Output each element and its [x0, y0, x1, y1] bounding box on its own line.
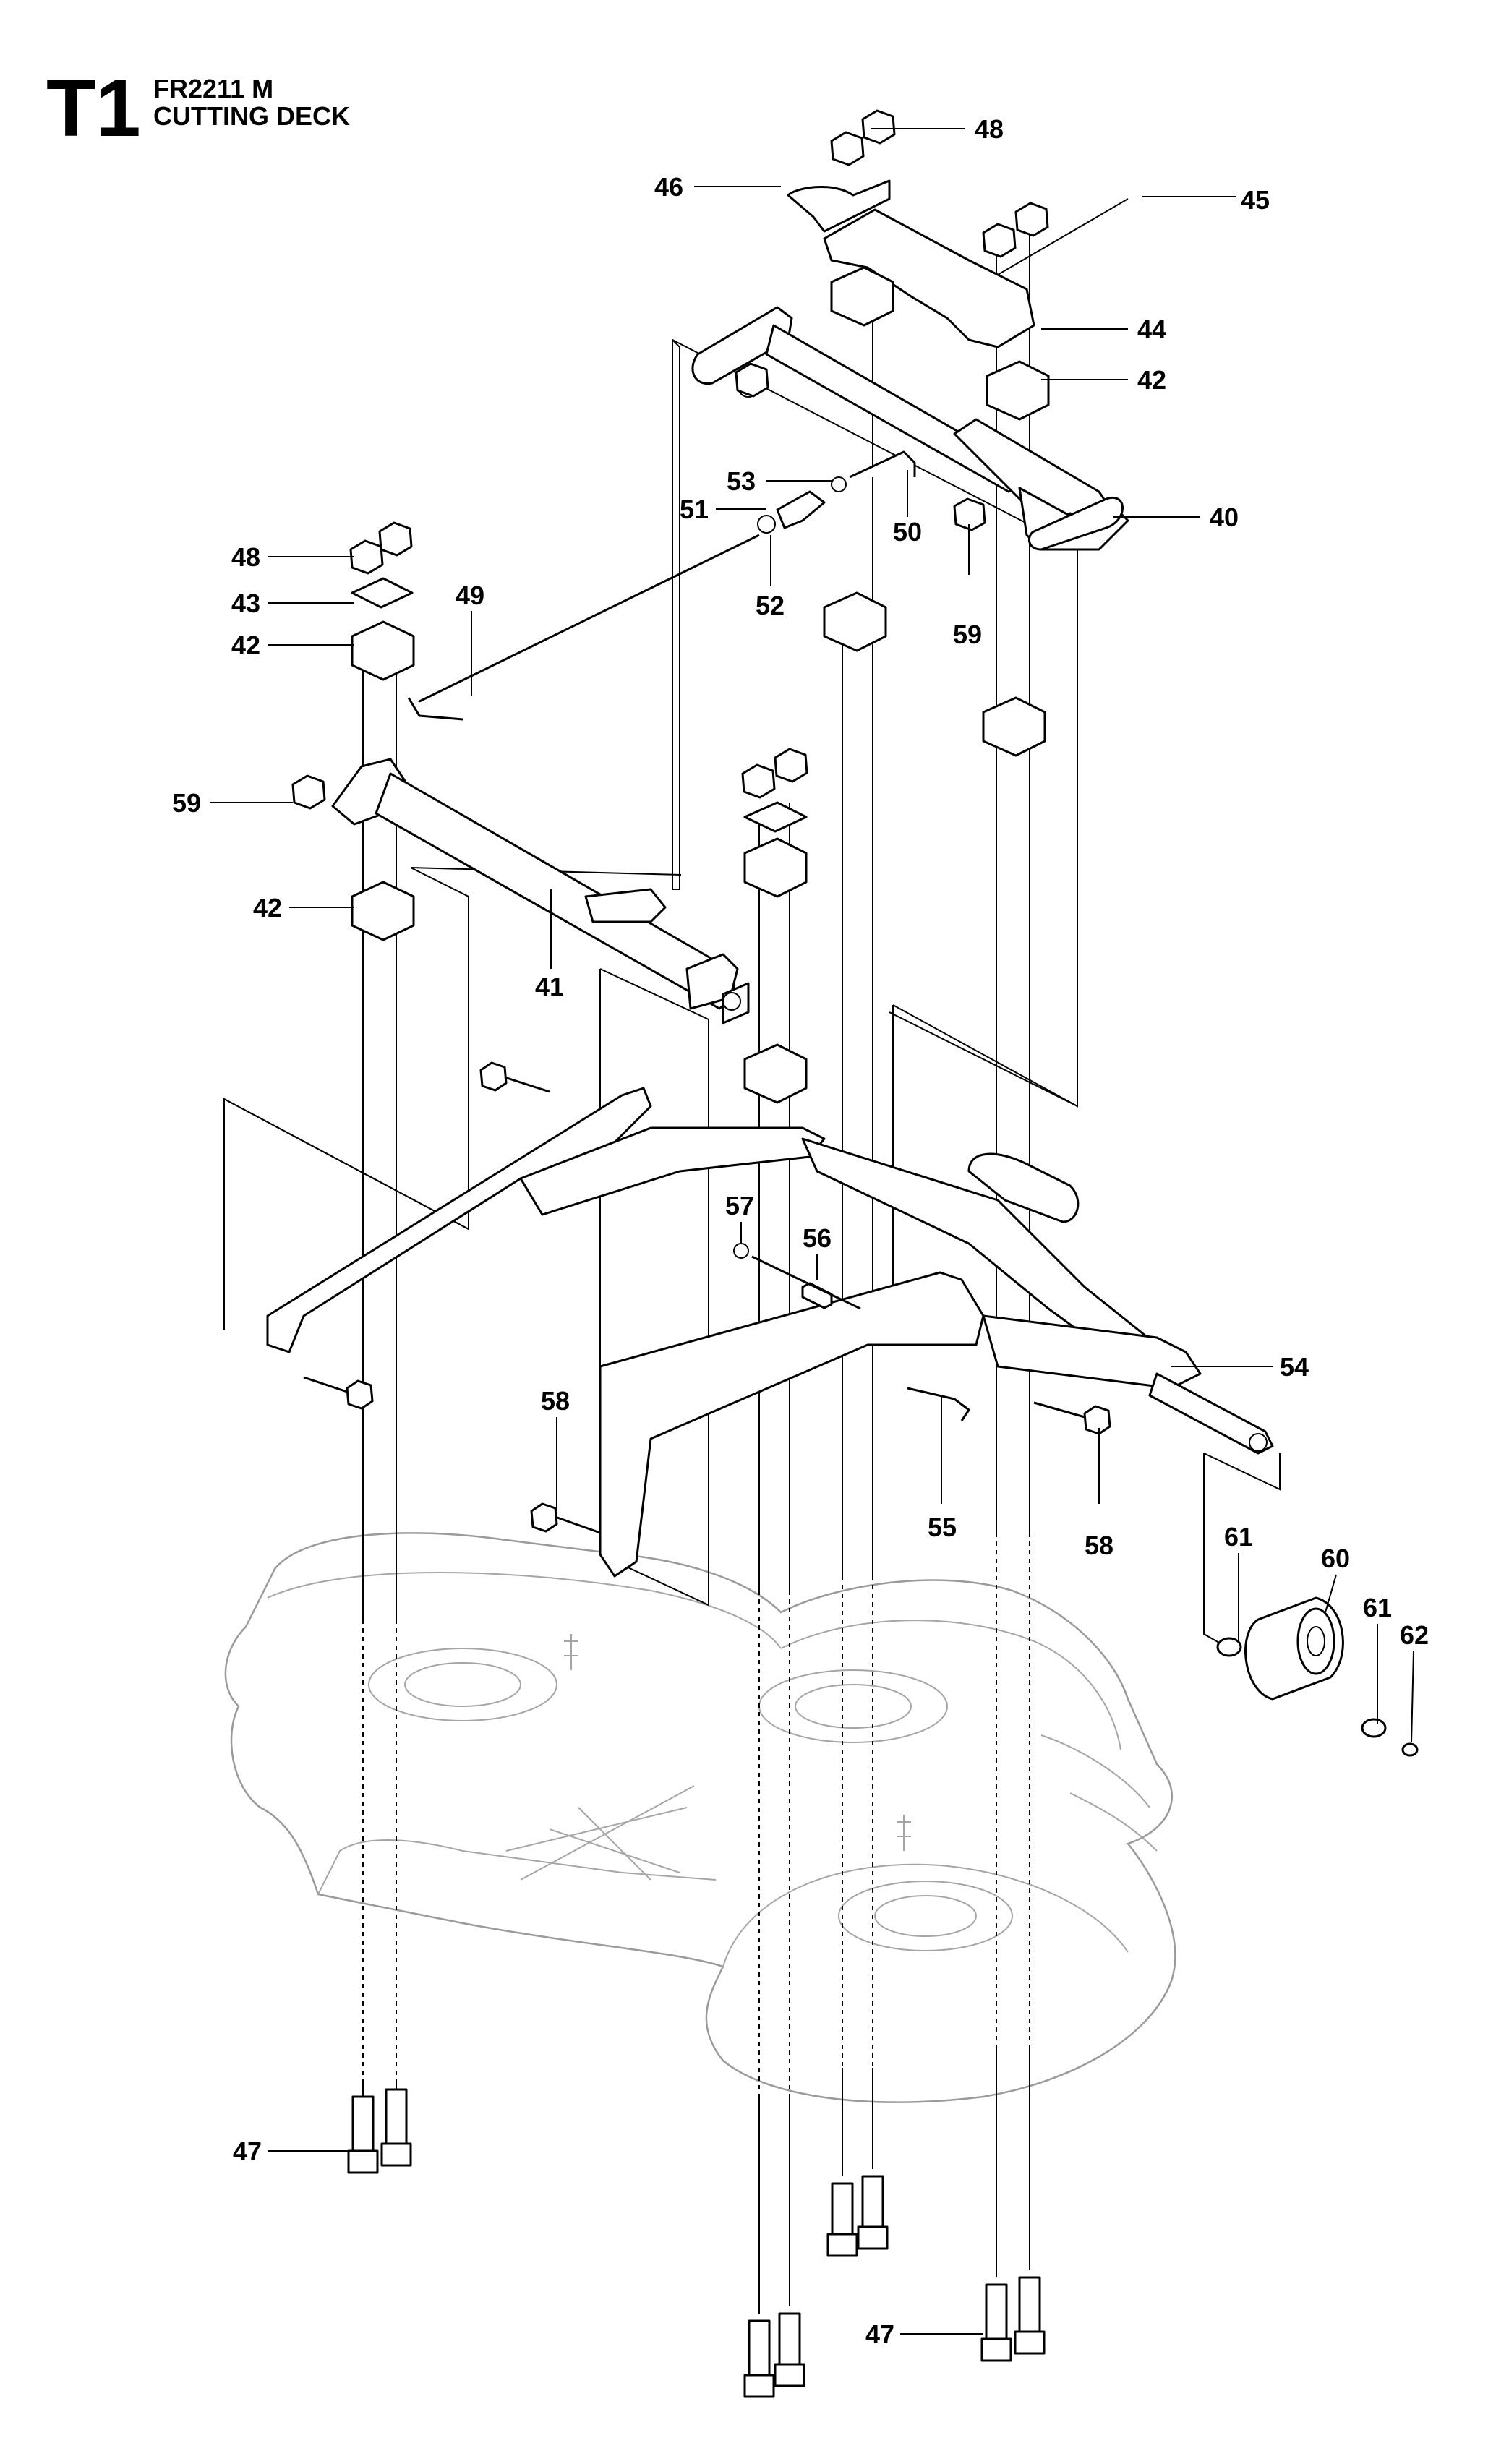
main-lift-frame [266, 1087, 1274, 1578]
cutting-deck [224, 1532, 1176, 2103]
callout-47-right: 47 [865, 2319, 894, 2349]
center-stack [741, 748, 808, 1104]
callout-42-right: 42 [1137, 365, 1166, 395]
callout-40: 40 [1210, 502, 1239, 532]
callout-50: 50 [893, 517, 922, 547]
callout-52: 52 [756, 591, 785, 620]
callout-55: 55 [928, 1513, 957, 1542]
left-stack [349, 521, 415, 941]
callout-labels: 48 46 45 44 42 53 51 50 40 48 43 42 49 5… [172, 114, 1429, 2349]
callout-46: 46 [654, 172, 683, 202]
top-nuts [735, 109, 1049, 531]
callout-60: 60 [1321, 1544, 1350, 1573]
callout-42-mid: 42 [253, 893, 282, 923]
callout-58-left: 58 [541, 1386, 570, 1416]
callout-62: 62 [1400, 1620, 1429, 1650]
spring-assembly [733, 1243, 970, 1421]
bolt-axis-lines [362, 210, 1030, 2314]
left-lift-arm [291, 758, 750, 1024]
callout-45: 45 [1241, 185, 1270, 215]
callout-43: 43 [231, 589, 260, 618]
callout-61-right: 61 [1363, 1593, 1392, 1622]
callout-44: 44 [1137, 315, 1166, 344]
bolts-47 [347, 2088, 1046, 2398]
callout-41: 41 [535, 972, 564, 1001]
callout-47-left: 47 [233, 2136, 262, 2166]
callout-53: 53 [727, 466, 756, 496]
callout-56: 56 [803, 1223, 832, 1253]
top-brackets [787, 179, 1050, 757]
callout-59-right: 59 [953, 620, 982, 649]
callout-59-left: 59 [172, 788, 201, 818]
bolts-58 [303, 1061, 1111, 1534]
callout-54: 54 [1280, 1352, 1309, 1382]
callout-51: 51 [680, 495, 709, 524]
callout-48-top: 48 [975, 114, 1004, 144]
leader-lines [210, 128, 1414, 2335]
callout-58-right: 58 [1085, 1531, 1113, 1560]
callout-61-left: 61 [1224, 1522, 1253, 1552]
spring-rod [407, 450, 916, 721]
gauge-wheel [1216, 1596, 1419, 1757]
callout-42-left: 42 [231, 630, 260, 660]
callout-48-left: 48 [231, 542, 260, 572]
model-name: FR2211 M [153, 74, 274, 103]
section-code: T1 [46, 63, 141, 153]
callout-49: 49 [456, 581, 484, 610]
top-lift-arm [691, 306, 1129, 551]
diagram-title: CUTTING DECK [153, 101, 350, 131]
callout-57: 57 [725, 1191, 754, 1220]
